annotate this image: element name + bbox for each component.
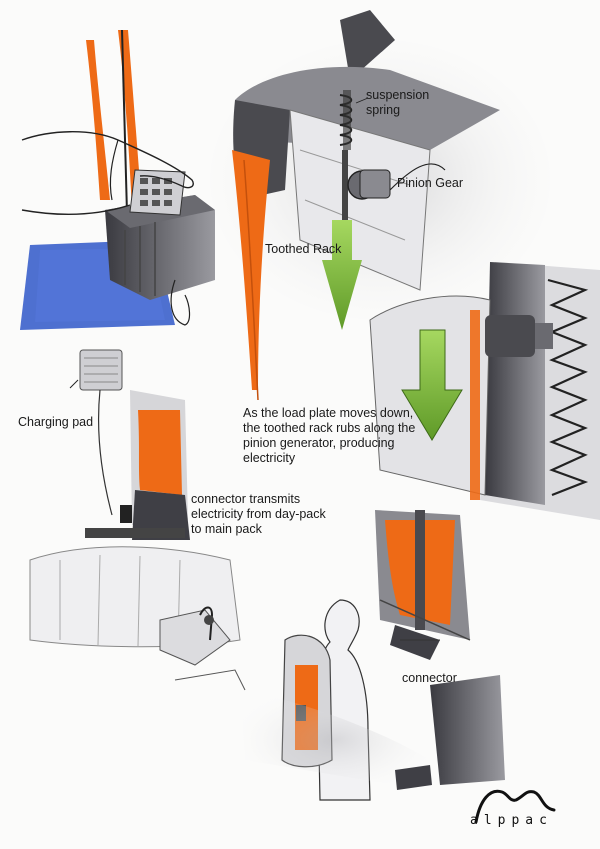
alppac-logo — [474, 789, 556, 824]
sketch-pack-bottom — [29, 546, 246, 691]
sketch-charging-pad — [69, 349, 190, 540]
label-connector: connector — [402, 671, 457, 685]
label-charging-pad: Charging pad — [18, 415, 94, 429]
label-connector-note: connector transmits electricity from day… — [191, 492, 326, 536]
label-suspension-spring: suspension spring — [366, 88, 430, 117]
sketch-hand-battery-unit — [20, 29, 215, 330]
sketch-person-wearing-pack — [240, 510, 505, 801]
brand-name: alppac — [470, 813, 553, 828]
label-pinion-gear: Pinion Gear — [397, 176, 464, 190]
label-toothed-rack: Toothed Rack — [265, 242, 342, 256]
label-load-plate-note: As the load plate moves down, the toothe… — [243, 406, 416, 465]
sketch-rack-closeup — [369, 262, 600, 520]
sketch-rack-pinion-mechanism — [210, 10, 550, 401]
